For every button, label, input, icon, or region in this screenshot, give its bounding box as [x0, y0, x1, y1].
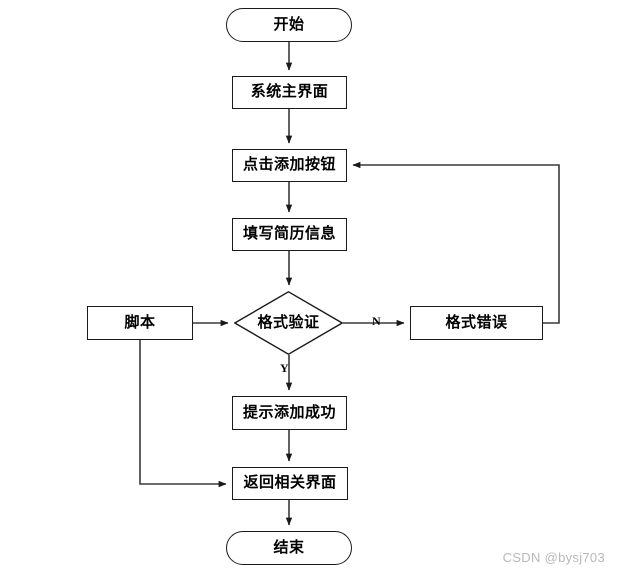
node-end: 结束	[226, 531, 352, 565]
watermark-text: CSDN @bysj703	[502, 550, 605, 565]
node-return-ui-label: 返回相关界面	[243, 475, 337, 491]
node-click-add-button: 点击添加按钮	[232, 149, 347, 182]
node-format-error-label: 格式错误	[445, 314, 508, 331]
connector-format-error-to-click-add	[352, 161, 560, 324]
node-format-validation: 格式验证	[234, 291, 343, 355]
edge-label-no: N	[372, 314, 381, 328]
node-end-label: 结束	[273, 539, 305, 556]
node-script: 脚本	[87, 306, 193, 340]
node-start: 开始	[226, 8, 352, 42]
edge-label-yes: Y	[280, 361, 289, 375]
node-success-tip: 提示添加成功	[232, 396, 347, 430]
node-success-tip-label: 提示添加成功	[242, 404, 336, 421]
node-return-ui: 返回相关界面	[232, 467, 348, 500]
node-format-validation-label: 格式验证	[257, 314, 320, 331]
node-format-error: 格式错误	[410, 306, 543, 340]
node-fill-resume-info-label: 填写简历信息	[242, 226, 336, 242]
node-click-add-button-label: 点击添加按钮	[242, 157, 336, 173]
node-fill-resume-info: 填写简历信息	[232, 218, 347, 251]
node-main-ui: 系统主界面	[232, 76, 347, 109]
diamond-shape	[234, 291, 343, 355]
node-script-label: 脚本	[124, 314, 156, 331]
connector-script-to-return-ui	[139, 340, 227, 488]
node-main-ui-label: 系统主界面	[250, 84, 329, 100]
node-start-label: 开始	[273, 16, 305, 33]
